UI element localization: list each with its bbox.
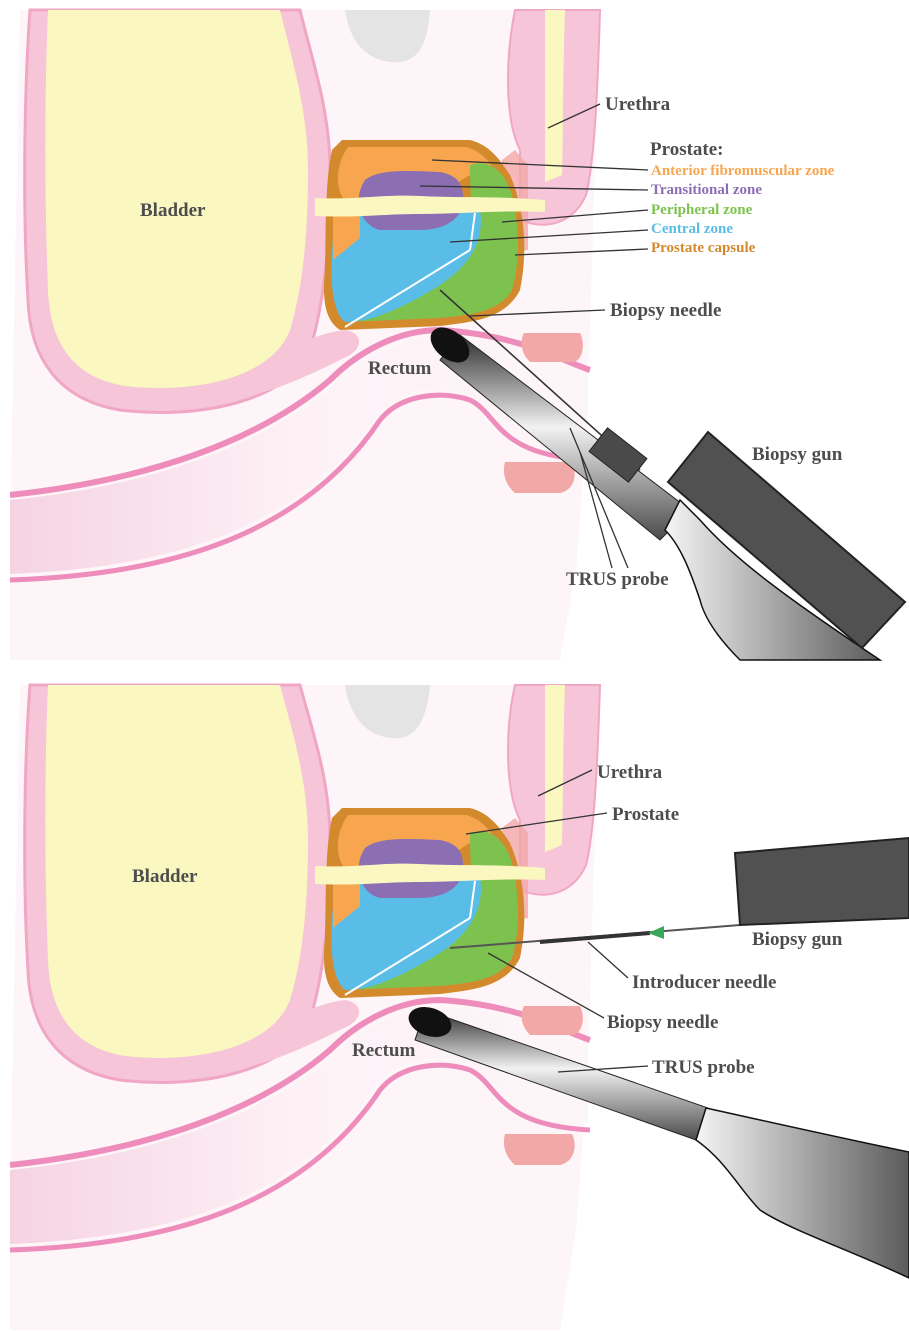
bladder-label-b: Bladder — [132, 866, 198, 887]
urethra-label: Urethra — [605, 94, 671, 115]
zone-anterior-label: Anterior fibromuscular zone — [651, 163, 835, 179]
biopsy-gun-label: Biopsy gun — [752, 444, 843, 465]
rectum-label-b: Rectum — [352, 1040, 415, 1061]
introducer-marker — [648, 926, 664, 939]
prostate-heading: Prostate: — [650, 139, 724, 160]
biopsy-gun-b — [735, 838, 909, 925]
biopsy-gun-label-b: Biopsy gun — [752, 929, 843, 950]
bladder-label: Bladder — [140, 200, 206, 221]
urethra-label-b: Urethra — [597, 762, 663, 783]
panel-bottom: Bladder Rectum Urethra Prostate Biopsy g… — [10, 685, 909, 1330]
penile-shaft-b — [545, 685, 565, 852]
panel-top: Bladder Rectum Urethra Prostate: Anterio… — [10, 10, 905, 660]
bladder — [45, 10, 308, 388]
prostate-label-b: Prostate — [612, 804, 679, 825]
cowper-gland — [522, 333, 583, 362]
introducer-leader — [588, 942, 628, 978]
zone-peripheral-label: Peripheral zone — [651, 202, 753, 218]
introducer-needle-label: Introducer needle — [632, 972, 776, 993]
penile-shaft — [545, 10, 565, 182]
anal-sphincter — [504, 462, 575, 493]
zone-central-label: Central zone — [651, 221, 733, 237]
biopsy-needle-label: Biopsy needle — [610, 300, 721, 321]
rectum-label: Rectum — [368, 358, 431, 379]
zone-transitional-label: Transitional zone — [651, 182, 762, 198]
biopsy-needle-label-b: Biopsy needle — [607, 1012, 718, 1033]
trus-probe-label: TRUS probe — [566, 569, 669, 590]
trus-probe-label-b: TRUS probe — [652, 1057, 755, 1078]
anal-sphincter-b — [504, 1134, 575, 1165]
zone-capsule-label: Prostate capsule — [651, 240, 756, 256]
cowper-gland-b — [522, 1006, 583, 1035]
